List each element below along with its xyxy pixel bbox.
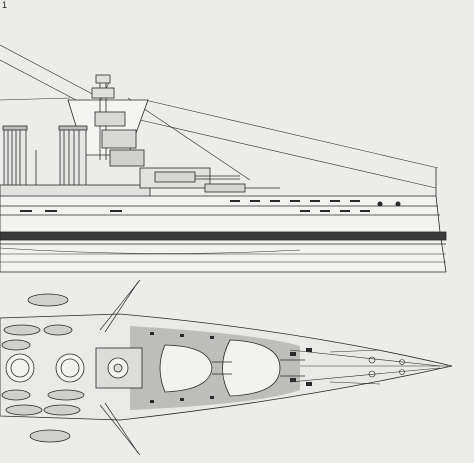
foremast	[67, 74, 149, 167]
deck-plan-view	[0, 279, 453, 456]
profile-view	[0, 44, 447, 273]
funnel-fore	[58, 125, 88, 187]
turret-b	[159, 344, 232, 393]
corner-mark: 1	[2, 0, 8, 10]
deck-fittings	[150, 332, 312, 403]
ships-boats	[1, 293, 85, 443]
bridge-structure	[95, 347, 143, 389]
hull-profile	[0, 168, 447, 273]
funnel-aft	[2, 125, 28, 187]
forecastle-fittings	[289, 349, 448, 385]
boat-booms	[99, 279, 141, 456]
turret-a	[222, 339, 305, 397]
funnel-tops	[5, 353, 85, 383]
superstructure	[0, 167, 280, 198]
portholes	[20, 200, 401, 212]
boot-topping	[0, 231, 447, 241]
